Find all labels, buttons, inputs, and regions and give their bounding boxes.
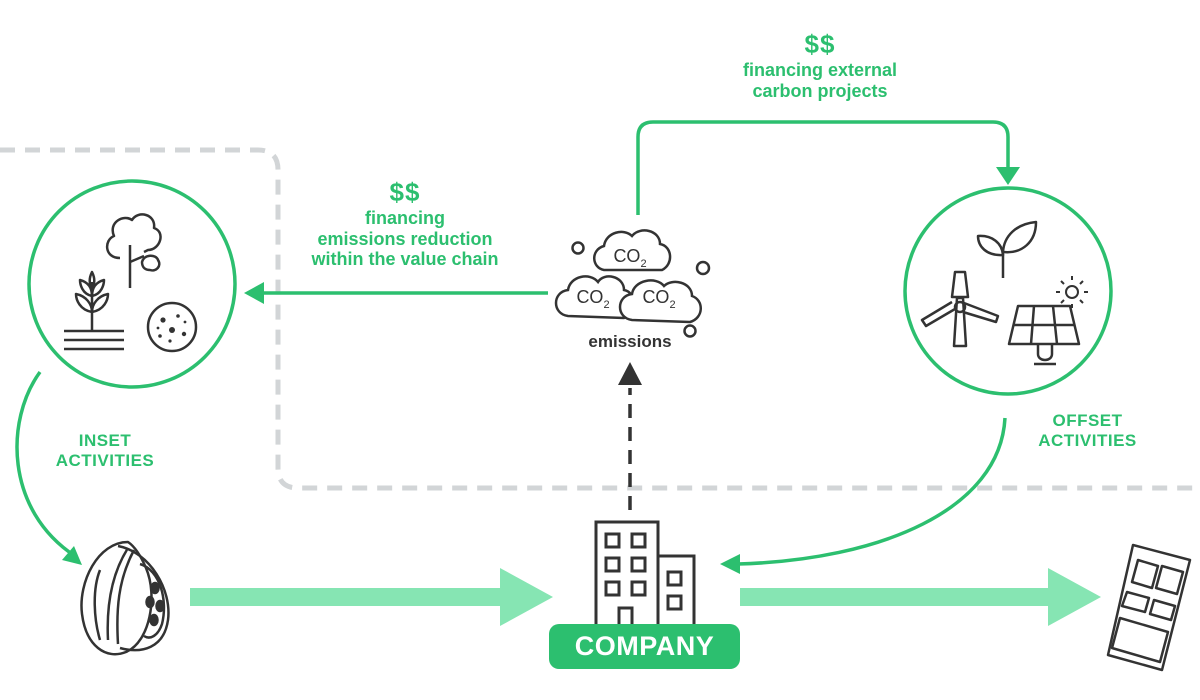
supply-to-company-arrow [190, 568, 553, 626]
external-text-line1: financing external [742, 59, 898, 80]
building-icon [594, 520, 696, 628]
offset-activities-label: OFFSET ACTIVITIES [1030, 411, 1145, 450]
offset-line2: ACTIVITIES [1038, 430, 1137, 450]
inset-activities-circle [27, 179, 237, 389]
inset-to-cocoa-arrow [15, 370, 76, 558]
offset-activities-circle [903, 186, 1113, 396]
sun-icon [1056, 276, 1088, 308]
offset-to-company-arrow [737, 417, 1007, 566]
internal-financing-label: $$ financing emissions reduction within … [280, 177, 530, 270]
co2-label: CO [613, 246, 640, 266]
external-financing-label: $$ financing external carbon projects [700, 29, 940, 101]
internal-financing-arrowhead [244, 282, 264, 304]
external-financing-arrowhead [996, 167, 1020, 185]
solar-panel-icon [1007, 304, 1081, 366]
co2-subscript: 2 [669, 299, 675, 311]
company-emissions-arrowhead [618, 362, 642, 385]
svg-text:CO2: CO2 [642, 287, 675, 311]
internal-text-line2: emissions reduction [317, 228, 493, 249]
offset-to-company-arrowhead [720, 554, 740, 574]
emissions-label: emissions [588, 332, 672, 351]
co2-subscript: 2 [640, 258, 646, 270]
external-dollars: $$ [804, 29, 836, 59]
sprout-icon [64, 270, 124, 351]
co2-label: CO [642, 287, 669, 307]
external-text-line2: carbon projects [752, 80, 888, 101]
internal-text-line3: within the value chain [311, 249, 499, 270]
co2-cloud-icon: CO2 CO2 CO2 [554, 229, 711, 338]
offset-line1: OFFSET [1052, 411, 1123, 430]
external-financing-arrow [636, 120, 1010, 215]
svg-text:CO2: CO2 [613, 246, 646, 270]
inset-line2: ACTIVITIES [55, 450, 155, 470]
internal-text-line1: financing [365, 207, 445, 228]
chocolate-bar-icon [1106, 543, 1192, 672]
soil-icon [146, 301, 198, 353]
inset-line1: INSET [78, 431, 132, 450]
internal-dollars: $$ [389, 177, 421, 207]
value-chain-boundary [0, 147, 1200, 491]
inset-activities-label: INSET ACTIVITIES [50, 431, 160, 470]
inset-to-cocoa-arrowhead [62, 546, 82, 565]
company-to-product-arrow [740, 568, 1101, 626]
co2-label: CO [576, 287, 603, 307]
leaf-icon [976, 220, 1038, 278]
tree-icon [106, 213, 162, 288]
co2-subscript: 2 [603, 299, 609, 311]
cocoa-pod-icon [80, 540, 170, 656]
wind-turbine-icon [920, 270, 1000, 348]
company-badge: COMPANY [549, 624, 740, 669]
svg-text:CO2: CO2 [576, 287, 609, 311]
